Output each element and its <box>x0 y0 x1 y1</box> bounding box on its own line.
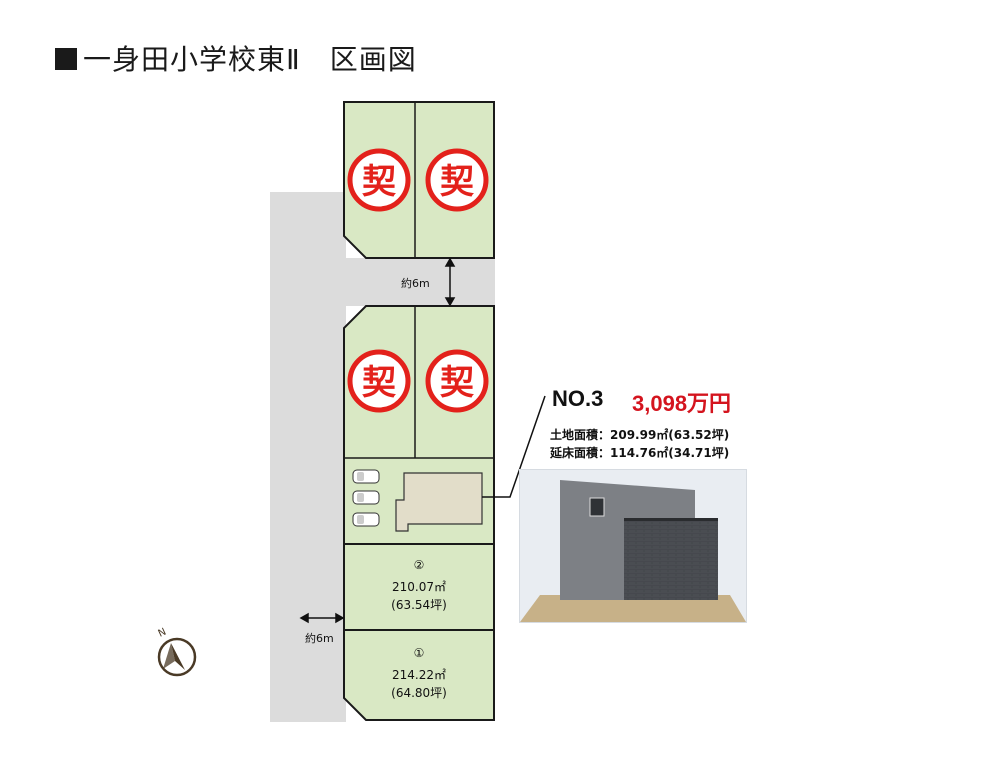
sold-stamp-3: 契 <box>347 349 411 413</box>
house-rendering <box>519 469 747 623</box>
road-width-label: 約6m <box>401 277 430 290</box>
sold-stamp-text: 契 <box>440 363 474 403</box>
road-width-arrow-horizontal <box>299 612 345 624</box>
title-bullet-icon <box>55 48 77 70</box>
lot-2-area: 210.07㎡ <box>392 580 446 594</box>
floor-area: 延床面積：114.76㎡(34.71坪) <box>550 446 730 460</box>
sold-stamp-4: 契 <box>425 349 489 413</box>
road-width-arrow-vertical <box>444 257 456 307</box>
car-icon <box>352 512 380 527</box>
page-title: 一身田小学校東Ⅱ 区画図 <box>55 38 417 78</box>
building-footprint <box>395 472 483 532</box>
upper-block <box>343 101 495 259</box>
land-area: 土地面積：209.99㎡(63.52坪) <box>550 428 730 442</box>
lot-1-number: ① <box>413 646 425 660</box>
featured-lot-number: NO.3 <box>552 386 604 411</box>
compass-north-label: N <box>157 627 168 640</box>
lot-2-tsubo: (63.54坪) <box>391 598 447 612</box>
title-text: 一身田小学校東Ⅱ 区画図 <box>83 43 417 76</box>
leader-line <box>482 395 546 498</box>
car-icon <box>352 490 380 505</box>
car-icon <box>352 469 380 484</box>
sold-stamp-text: 契 <box>362 162 396 202</box>
compass-icon: N <box>157 627 197 677</box>
lot-1-area: 214.22㎡ <box>392 668 446 682</box>
lot-2-number: ② <box>413 558 425 572</box>
featured-lot-price: 3,098万円 <box>632 391 732 416</box>
lot-1-tsubo: (64.80坪) <box>391 686 447 700</box>
road-horizontal <box>300 258 495 306</box>
sold-stamp-text: 契 <box>362 363 396 403</box>
sold-stamp-1: 契 <box>347 148 411 212</box>
sold-stamp-2: 契 <box>425 148 489 212</box>
sold-stamp-text: 契 <box>440 162 474 202</box>
lot-1 <box>343 629 495 721</box>
road-width-label: 約6m <box>305 632 334 645</box>
